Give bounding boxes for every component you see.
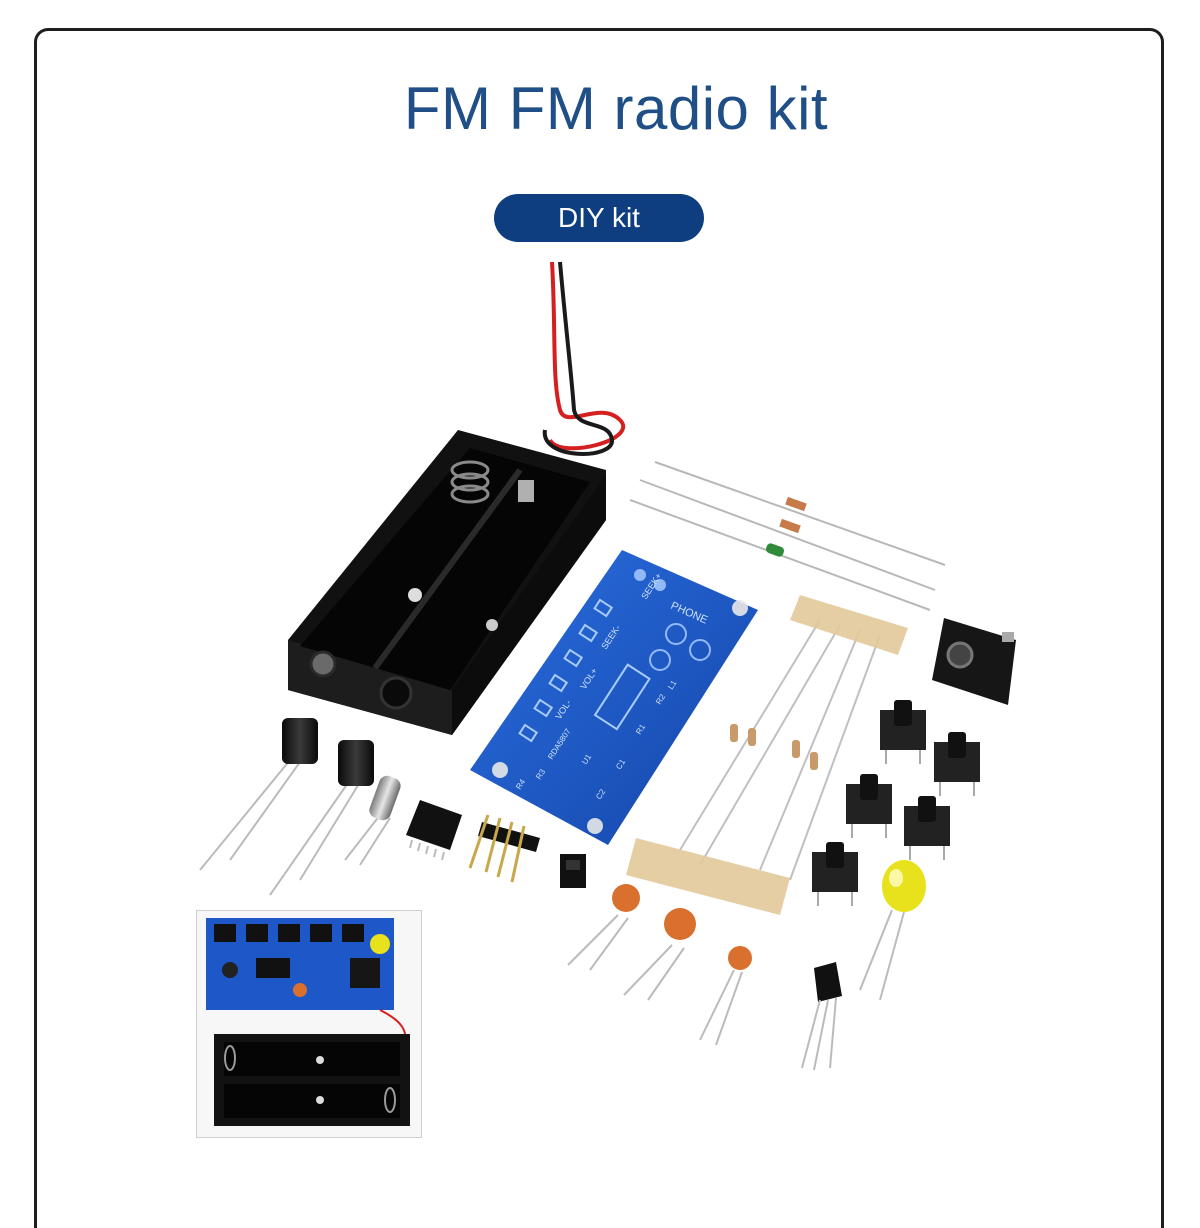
yellow-led [859,860,926,1001]
assembled-kit [206,918,410,1126]
ic-chip [406,800,462,861]
page-title: FM FM radio kit [403,75,829,142]
battery-wires [542,261,626,456]
battery-holder [288,430,606,735]
transistor [801,962,842,1071]
diy-kit-badge: DIY kit [494,194,704,242]
diodes-and-inductor [629,461,946,611]
crystal-oscillator [344,775,401,866]
resistor-strip [626,595,908,915]
headphone-jack [932,618,1016,705]
ceramic-capacitors [567,884,752,1046]
kit-components-photo: PHONE SEEK- SEEK+ VOL- VOL+ RDA5807 U1 C… [199,261,1016,1126]
jumper-cap [560,854,586,888]
pin-header [468,814,540,883]
tactile-buttons [812,700,980,906]
electrolytic-capacitors [199,718,374,896]
pcb-board: PHONE SEEK- SEEK+ VOL- VOL+ RDA5807 U1 C… [470,550,758,845]
